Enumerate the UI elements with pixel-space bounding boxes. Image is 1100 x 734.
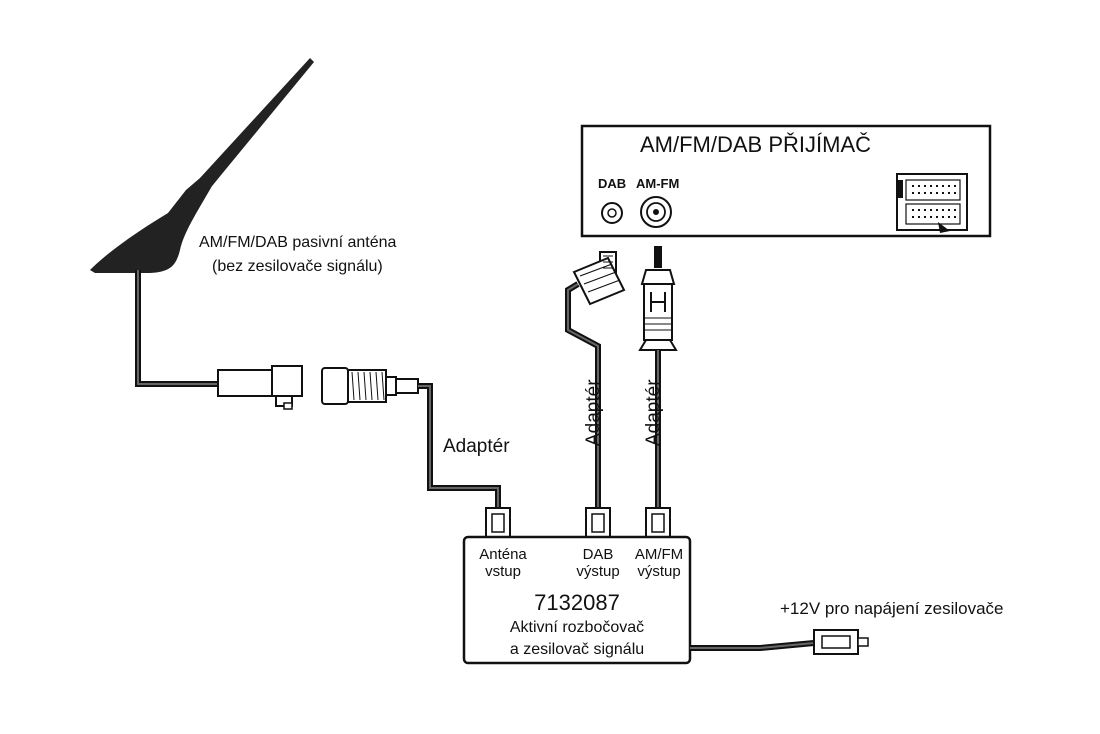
receiver-amfm-label: AM-FM [636, 176, 680, 191]
port-antenna-label-l2: vstup [485, 563, 521, 580]
antenna-label-line1: AM/FM/DAB pasivní anténa [199, 234, 397, 251]
port-dab-label-l1: DAB [582, 546, 614, 563]
adapter-female-plug-icon [217, 365, 303, 410]
adapter-left-label: Adaptér [443, 436, 510, 457]
dab-angled-plug-icon [572, 251, 626, 306]
splitter-desc-l2: a zesilovač signálu [509, 641, 645, 658]
antenna-icon [90, 58, 314, 273]
splitter-box [462, 535, 692, 665]
power-connector-icon [813, 629, 869, 655]
adapter-amfm-label: Adaptér [643, 379, 664, 446]
amfm-din-plug-icon [638, 246, 678, 351]
port-dab-label-l2: výstup [576, 563, 620, 580]
receiver-dab-label: DAB [598, 176, 627, 191]
splitter-desc-l1: Aktivní rozbočovač [509, 619, 645, 636]
power-label: +12V pro napájení zesilovače [780, 599, 1004, 618]
antenna-label-line2: (bez zesilovače signálu) [212, 258, 383, 275]
port-amfm-label-l2: výstup [637, 563, 681, 580]
splitter-port-amfm-icon [645, 507, 671, 539]
port-amfm-label-l1: AM/FM [634, 546, 684, 563]
splitter-port-antenna-icon [485, 507, 511, 539]
adapter-dab-label: Adaptér [583, 379, 604, 446]
antenna-cable [135, 270, 220, 387]
adapter-male-plug-icon [321, 367, 419, 405]
port-antenna-label-l1: Anténa [479, 546, 527, 563]
receiver-title: AM/FM/DAB PŘIJÍMAČ [640, 132, 872, 157]
iso-connector-icon [896, 173, 968, 233]
receiver-unit [580, 124, 992, 238]
splitter-port-dab-icon [585, 507, 611, 539]
dab-socket-icon [601, 202, 623, 224]
splitter-part-number: 7132087 [534, 590, 620, 615]
